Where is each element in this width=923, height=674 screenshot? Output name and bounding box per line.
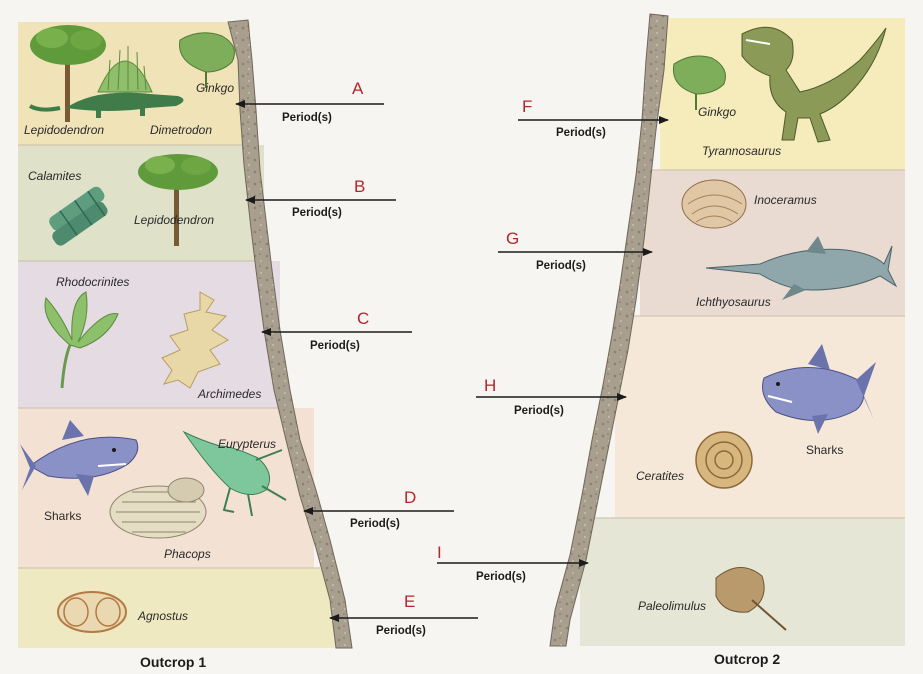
arrow-e: E Period(s) [329,592,478,637]
label-ichthyosaurus: Ichthyosaurus [696,295,771,309]
eurypterus-icon [182,430,287,517]
phacops-icon [109,477,207,539]
outcrop1-layer-2 [18,145,264,261]
archimedes-icon [161,291,229,389]
rhodocrinites-icon [44,291,119,389]
arrow-g: G Period(s) [498,229,653,272]
label-lepidodendron-2: Lepidodendron [134,213,214,227]
label-sharks-2: Sharks [806,443,843,457]
label-phacops: Phacops [164,547,211,561]
arrow-d-letter: D [404,488,416,507]
inoceramus-icon [681,179,747,229]
label-rhodocrinites: Rhodocrinites [56,275,129,289]
label-inoceramus: Inoceramus [754,193,817,207]
arrow-d-period: Period(s) [350,518,400,530]
ichthyosaurus-icon [705,236,898,300]
arrow-i-period: Period(s) [476,571,526,583]
agnostus-icon [57,591,127,633]
arrow-f: F Period(s) [518,97,669,139]
arrow-d: D Period(s) [303,488,454,530]
label-tyrannosaurus: Tyrannosaurus [702,144,781,158]
arrow-c-letter: C [357,309,369,328]
arrow-a-letter: A [352,79,364,98]
arrow-g-period: Period(s) [536,260,586,272]
label-calamites: Calamites [28,169,81,183]
outcrop2-layer-2 [640,170,905,316]
arrow-b: B Period(s) [245,177,396,219]
arrow-b-period: Period(s) [292,207,342,219]
arrow-b-letter: B [354,177,365,196]
label-agnostus: Agnostus [137,609,188,623]
label-ceratites: Ceratites [636,469,684,483]
arrow-c-period: Period(s) [310,340,360,352]
dimetrodon-icon [28,46,184,118]
arrow-c: C Period(s) [261,309,412,352]
label-dimetrodon: Dimetrodon [150,123,212,137]
arrow-e-letter: E [404,592,415,611]
arrow-i: I Period(s) [437,543,589,583]
label-archimedes: Archimedes [197,387,261,401]
calamites-icon [49,186,108,246]
arrow-g-letter: G [506,229,519,248]
fossil-labels: Lepidodendron Dimetrodon Ginkgo Calamite… [24,81,843,623]
outcrop2-rock-face [549,13,669,647]
label-lepidodendron-1: Lepidodendron [24,123,104,137]
outcrop1-rock-face [227,19,353,649]
arrow-h-letter: H [484,376,496,395]
outcrop-2-title: Outcrop 2 [714,651,780,667]
shark-icon-1 [20,420,139,496]
arrow-i-letter: I [437,543,442,562]
lepidodendron-tree-icon [30,25,106,122]
lepidodendron-tree-icon-2 [138,154,218,246]
arrow-f-period: Period(s) [556,127,606,139]
tyrannosaurus-icon [741,26,887,143]
ginkgo-leaf-icon-1 [179,32,235,88]
arrow-h: H Period(s) [476,376,627,417]
label-eurypterus: Eurypterus [218,437,276,451]
label-ginkgo-2: Ginkgo [698,105,736,119]
ginkgo-leaf-icon-2 [672,55,726,110]
label-sharks-1: Sharks [44,509,81,523]
shark-icon-2 [762,344,876,434]
arrow-a-period: Period(s) [282,112,332,124]
arrow-e-period: Period(s) [376,625,426,637]
outcrop-1-title: Outcrop 1 [140,654,206,670]
ceratites-icon [695,431,753,489]
label-paleolimulus: Paleolimulus [638,599,706,613]
paleolimulus-icon [715,567,787,631]
label-ginkgo-1: Ginkgo [196,81,234,95]
arrow-h-period: Period(s) [514,405,564,417]
arrow-a: A Period(s) [235,79,384,124]
arrow-f-letter: F [522,97,532,116]
outcrop2-layer-3 [615,316,905,518]
